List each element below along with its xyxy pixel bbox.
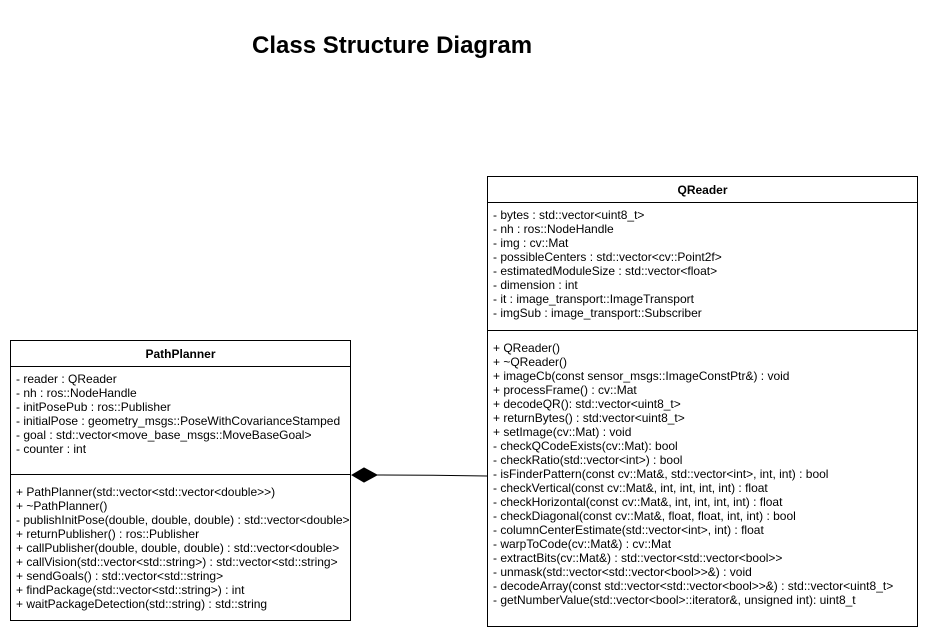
operation-item: - columnCenterEstimate(std::vector<int>,…: [493, 523, 764, 537]
operation-item: + processFrame() : cv::Mat: [493, 383, 637, 397]
operation-item: - warpToCode(cv::Mat&) : cv::Mat: [493, 537, 672, 551]
attribute-item: - estimatedModuleSize : std::vector<floa…: [493, 264, 718, 278]
operation-item: + ~PathPlanner(): [16, 499, 108, 513]
attributes-section: - reader : QReader- nh : ros::NodeHandle…: [11, 367, 350, 475]
attribute-item: - counter : int: [16, 442, 87, 456]
operation-item: - getNumberValue(std::vector<bool>::iter…: [493, 593, 856, 607]
class-qreader[interactable]: QReader - bytes : std::vector<uint8_t>- …: [487, 176, 918, 627]
operation-item: + QReader(): [493, 341, 561, 355]
class-name: QReader: [488, 177, 917, 203]
operation-item: + callVision(std::vector<std::string>) :…: [16, 555, 338, 569]
operation-item: + returnBytes() : std:vector<uint8_t>: [493, 411, 685, 425]
operations-section: + PathPlanner(std::vector<std::vector<do…: [11, 475, 350, 611]
attribute-item: - imgSub : image_transport::Subscriber: [493, 306, 702, 320]
operation-item: - checkQCodeExists(cv::Mat): bool: [493, 439, 678, 453]
operation-item: - checkVertical(const cv::Mat&, int, int…: [493, 481, 768, 495]
attributes-section: - bytes : std::vector<uint8_t>- nh : ros…: [488, 203, 917, 331]
operation-item: + waitPackageDetection(std::string) : st…: [16, 597, 268, 611]
attribute-item: - it : image_transport::ImageTransport: [493, 292, 694, 306]
attribute-item: - bytes : std::vector<uint8_t>: [493, 208, 645, 222]
class-pathplanner[interactable]: PathPlanner - reader : QReader- nh : ros…: [10, 340, 351, 621]
attribute-item: - goal : std::vector<move_base_msgs::Mov…: [16, 428, 312, 442]
attribute-item: - nh : ros::NodeHandle: [16, 386, 137, 400]
attribute-item: - dimension : int: [493, 278, 578, 292]
attribute-item: - reader : QReader: [16, 372, 117, 386]
attribute-item: - img : cv::Mat: [493, 236, 569, 250]
operation-item: - checkRatio(std::vector<int>) : bool: [493, 453, 683, 467]
operation-item: - extractBits(cv::Mat&) : std::vector<st…: [493, 551, 783, 565]
diagram-title: Class Structure Diagram: [252, 32, 533, 59]
operation-item: - decodeArray(const std::vector<std::vec…: [493, 579, 894, 593]
operation-item: - isFinderPattern(const cv::Mat&, std::v…: [493, 467, 829, 481]
operation-item: + returnPublisher() : ros::Publisher: [16, 527, 200, 541]
operation-item: - checkDiagonal(const cv::Mat&, float, f…: [493, 509, 796, 523]
operation-item: + imageCb(const sensor_msgs::ImageConstP…: [493, 369, 790, 383]
operation-item: + callPublisher(double, double, double) …: [16, 541, 340, 555]
attribute-item: - possibleCenters : std::vector<cv::Poin…: [493, 250, 722, 264]
operation-item: + decodeQR(): std::vector<uint8_t>: [493, 397, 681, 411]
attribute-item: - initialPose : geometry_msgs::PoseWithC…: [16, 414, 341, 428]
operation-item: + PathPlanner(std::vector<std::vector<do…: [16, 485, 276, 499]
operation-item: - unmask(std::vector<std::vector<bool>>&…: [493, 565, 752, 579]
composition-line: [376, 474, 488, 477]
operation-item: + ~QReader(): [493, 355, 568, 369]
operation-item: - checkHorizontal(const cv::Mat&, int, i…: [493, 495, 783, 509]
class-name: PathPlanner: [11, 341, 350, 367]
operation-item: + findPackage(std::vector<std::string>) …: [16, 583, 245, 597]
attribute-item: - initPosePub : ros::Publisher: [16, 400, 171, 414]
operation-item: - publishInitPose(double, double, double…: [16, 513, 350, 527]
operation-item: + sendGoals() : std::vector<std::string>: [16, 569, 224, 583]
composition-diamond: [351, 467, 379, 483]
operation-item: + setImage(cv::Mat) : void: [493, 425, 632, 439]
attribute-item: - nh : ros::NodeHandle: [493, 222, 614, 236]
operations-section: + QReader()+ ~QReader()+ imageCb(const s…: [488, 331, 917, 607]
